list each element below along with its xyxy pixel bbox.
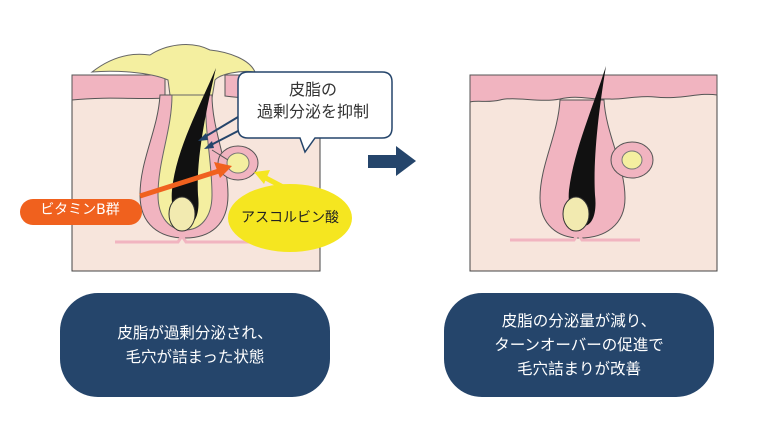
ascorbic-arrow [228, 170, 352, 252]
caption-before: 皮脂が過剰分泌され、 毛穴が詰まった状態 [60, 293, 330, 397]
sebum-callout-text: 皮脂の 過剰分泌を抑制 [238, 79, 388, 123]
left-hair-bulb [168, 196, 196, 232]
vitamin-b-pill [20, 199, 142, 225]
caption-before-line-1: 皮脂が過剰分泌され、 [117, 324, 273, 342]
caption-after: 皮脂の分泌量が減り、 ターンオーバーの促進で 毛穴詰まりが改善 [444, 293, 714, 397]
caption-before-line-2: 毛穴が詰まった状態 [125, 348, 265, 366]
transition-arrow [368, 146, 416, 176]
right-gland-sebum [621, 150, 643, 170]
right-hair-bulb [562, 196, 590, 232]
left-base-line [115, 233, 250, 244]
ascorbic-label: アスコルビン酸 [241, 210, 339, 226]
caption-after-line-1: 皮脂の分泌量が減り、 [501, 312, 657, 330]
right-base-line [510, 231, 640, 242]
callout-bubble [237, 71, 393, 154]
inhibit-arrows [198, 116, 239, 149]
caption-after-line-2: ターンオーバーの促進で [494, 336, 664, 354]
vitamin-b-arrow [20, 162, 232, 225]
left-epidermis-left [71, 74, 166, 101]
left-gland-sebum [226, 152, 250, 174]
left-hair [171, 68, 216, 225]
left-sebum-overflow [90, 44, 256, 111]
right-hair [568, 66, 606, 226]
vitamin-b-label: ビタミンB群 [40, 202, 120, 218]
ascorbic-oval [228, 184, 352, 252]
right-epidermis [469, 74, 718, 103]
caption-after-line-3: 毛穴詰まりが改善 [516, 360, 641, 378]
callout-line-1: 皮脂の [288, 80, 337, 99]
sebum-callout [237, 71, 393, 154]
right-skin-panel [469, 66, 718, 272]
callout-line-2: 過剰分泌を抑制 [256, 102, 369, 121]
